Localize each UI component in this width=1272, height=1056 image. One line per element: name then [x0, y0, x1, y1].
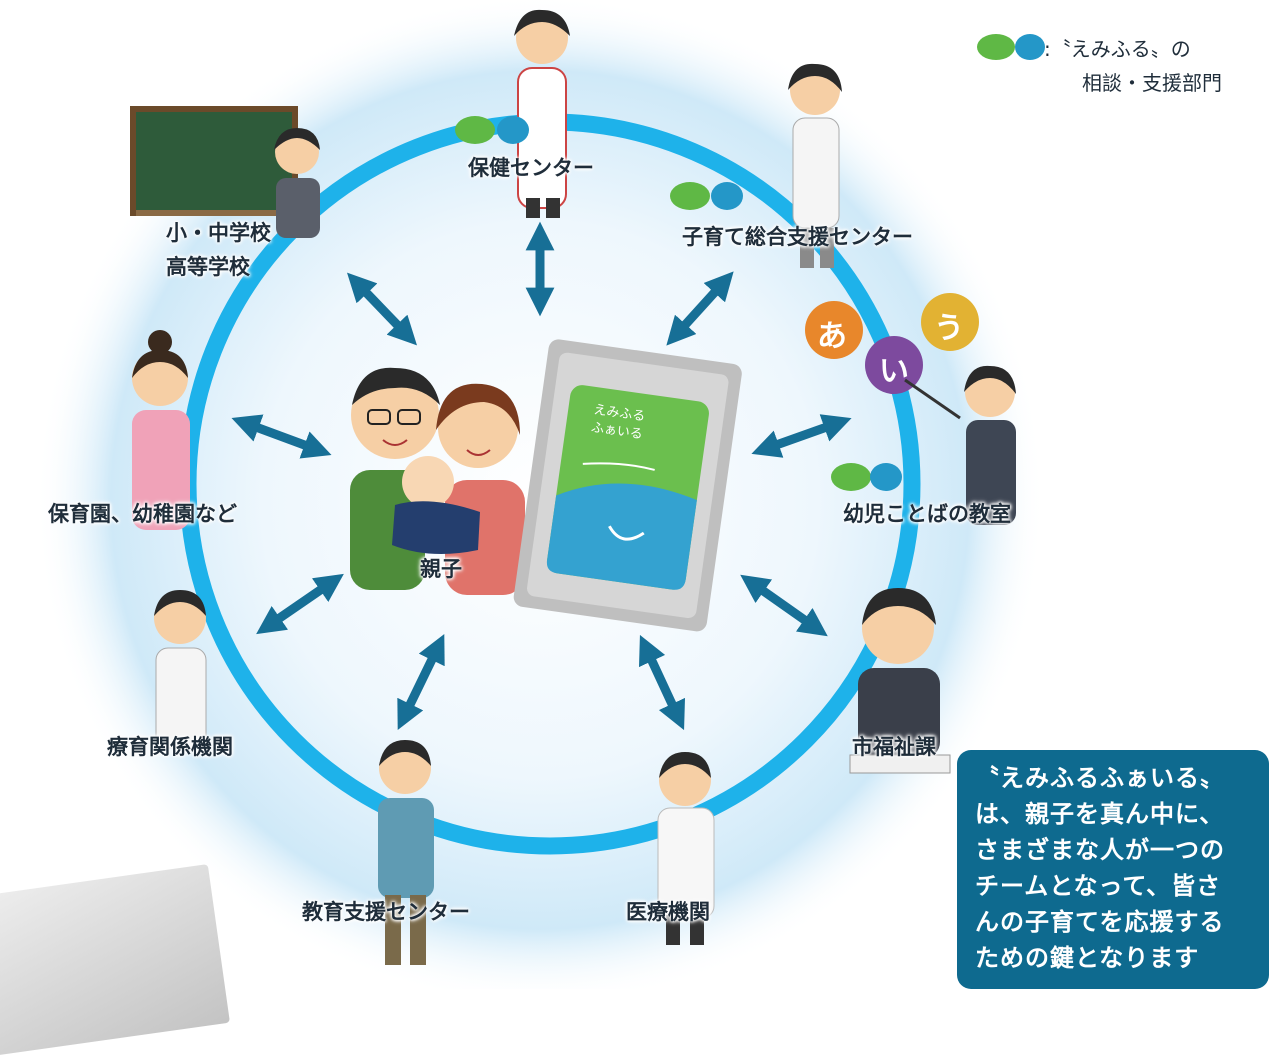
label-youji: 幼児ことばの教室 [843, 502, 1011, 526]
people [132, 9, 1016, 965]
person-kosodate [788, 63, 842, 268]
arrow-hoikuen [231, 414, 332, 459]
arrow-school [347, 272, 417, 346]
marker-legend [977, 34, 1045, 60]
support-markers [455, 34, 1045, 491]
arrow-youji [751, 414, 852, 458]
marker-youji [831, 463, 902, 491]
label-ryouiku: 療育関係機関 [107, 735, 233, 759]
document-sheet [0, 864, 230, 1056]
parent-child-illustration [350, 367, 525, 595]
marker-kosodate [670, 182, 743, 210]
label-school-2: 高等学校 [166, 255, 250, 279]
aiu-i: い [879, 354, 909, 389]
person-hoikuen [132, 330, 190, 530]
label-iryou: 医療機関 [626, 900, 710, 924]
aiu-u: う [934, 311, 964, 346]
label-hoken: 保健センター [468, 156, 594, 180]
person-shifuku [849, 588, 951, 774]
aiu-a: あ [817, 319, 847, 354]
note-line-5: んの子育てを応援する [975, 908, 1225, 936]
file-card-text: えみふる ふぁいる [590, 402, 647, 445]
label-kosodate: 子育て総合支援センター [682, 225, 913, 249]
label-kyouiku: 教育支援センター [302, 900, 470, 924]
label-shifuku: 市福祉課 [852, 735, 936, 759]
arrow-iryou [638, 634, 686, 731]
label-school-1: 小・中学校 [166, 221, 271, 245]
label-school: 小・中学校 高等学校 [166, 216, 271, 284]
person-youji [964, 365, 1016, 525]
diagram-graphics [35, 0, 1045, 989]
label-oyako: 親子 [420, 557, 462, 581]
explanation-box: 〝えみふるふぁいる〟 は、親子を真ん中に、 さまざまな人が一つの チームとなって… [957, 750, 1269, 989]
marker-hoken [455, 116, 529, 144]
person-iryou [657, 752, 715, 945]
arrow-shifuku [740, 574, 828, 637]
legend-line-2: 相談・支援部門 [1082, 71, 1222, 95]
blackboard-illustration [130, 106, 298, 216]
note-line-4: チームとなって、皆さ [975, 872, 1222, 900]
aiu-balloons [805, 293, 979, 420]
note-line-1: 〝えみふるふぁいる〟 [975, 764, 1225, 792]
legend-line-1: :〝えみふる〟の [1044, 37, 1191, 61]
note-line-3: さまざまな人が一つの [975, 836, 1225, 864]
arrow-kosodate [666, 271, 734, 346]
label-hoikuen: 保育園、幼稚園など [48, 502, 237, 526]
note-line-6: ための鍵となります [975, 944, 1200, 972]
person-kyouiku [378, 740, 434, 965]
emifuru-file-illustration [513, 339, 742, 632]
person-ryouiku [154, 590, 207, 749]
person-hoken [514, 9, 570, 218]
connection-arrows [231, 221, 852, 731]
person-teacher [274, 128, 320, 238]
arrow-kyouiku [397, 634, 445, 730]
note-line-2: は、親子を真ん中に、 [975, 800, 1225, 828]
arrow-ryouiku [256, 573, 344, 635]
